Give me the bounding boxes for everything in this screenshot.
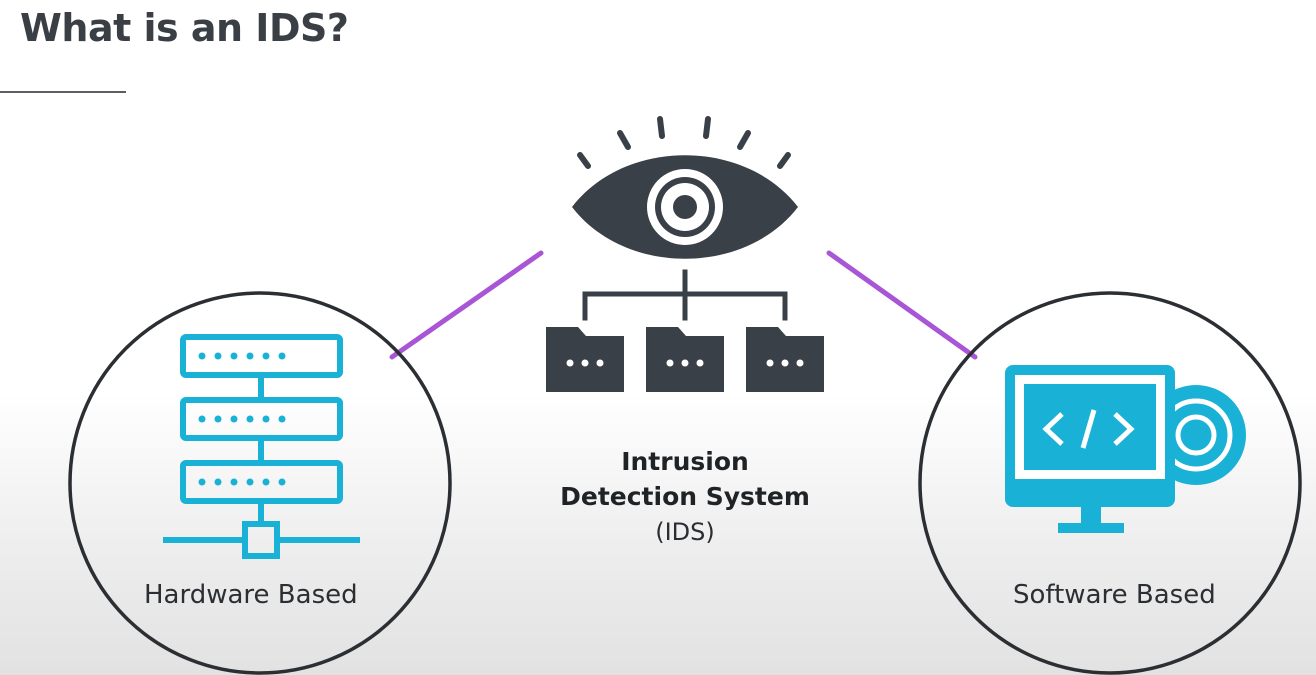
ids-label-line-2: Detection System	[560, 482, 810, 511]
folder-icon	[546, 327, 624, 392]
hardware-based-label: Hardware Based	[144, 580, 358, 610]
folder-icon	[646, 327, 724, 392]
ids-label-abbrev: (IDS)	[655, 518, 715, 546]
software-circle	[918, 291, 1302, 675]
ids-label: Intrusion Detection System (IDS)	[485, 444, 885, 550]
server-rack-icon	[163, 334, 360, 559]
title-underline	[0, 91, 126, 93]
folder-icon	[746, 327, 824, 392]
slide-title: What is an IDS?	[20, 6, 349, 50]
hardware-circle	[68, 291, 452, 675]
right-connector-line	[826, 250, 978, 360]
eye-icon	[572, 116, 798, 259]
ids-label-line-1: Intrusion	[621, 447, 749, 476]
server-led-dots	[198, 352, 286, 486]
left-connector-line	[389, 250, 544, 360]
software-based-label: Software Based	[1013, 580, 1216, 610]
monitor-code-disc-icon	[1005, 365, 1246, 533]
folder-tree-lines	[582, 269, 788, 321]
